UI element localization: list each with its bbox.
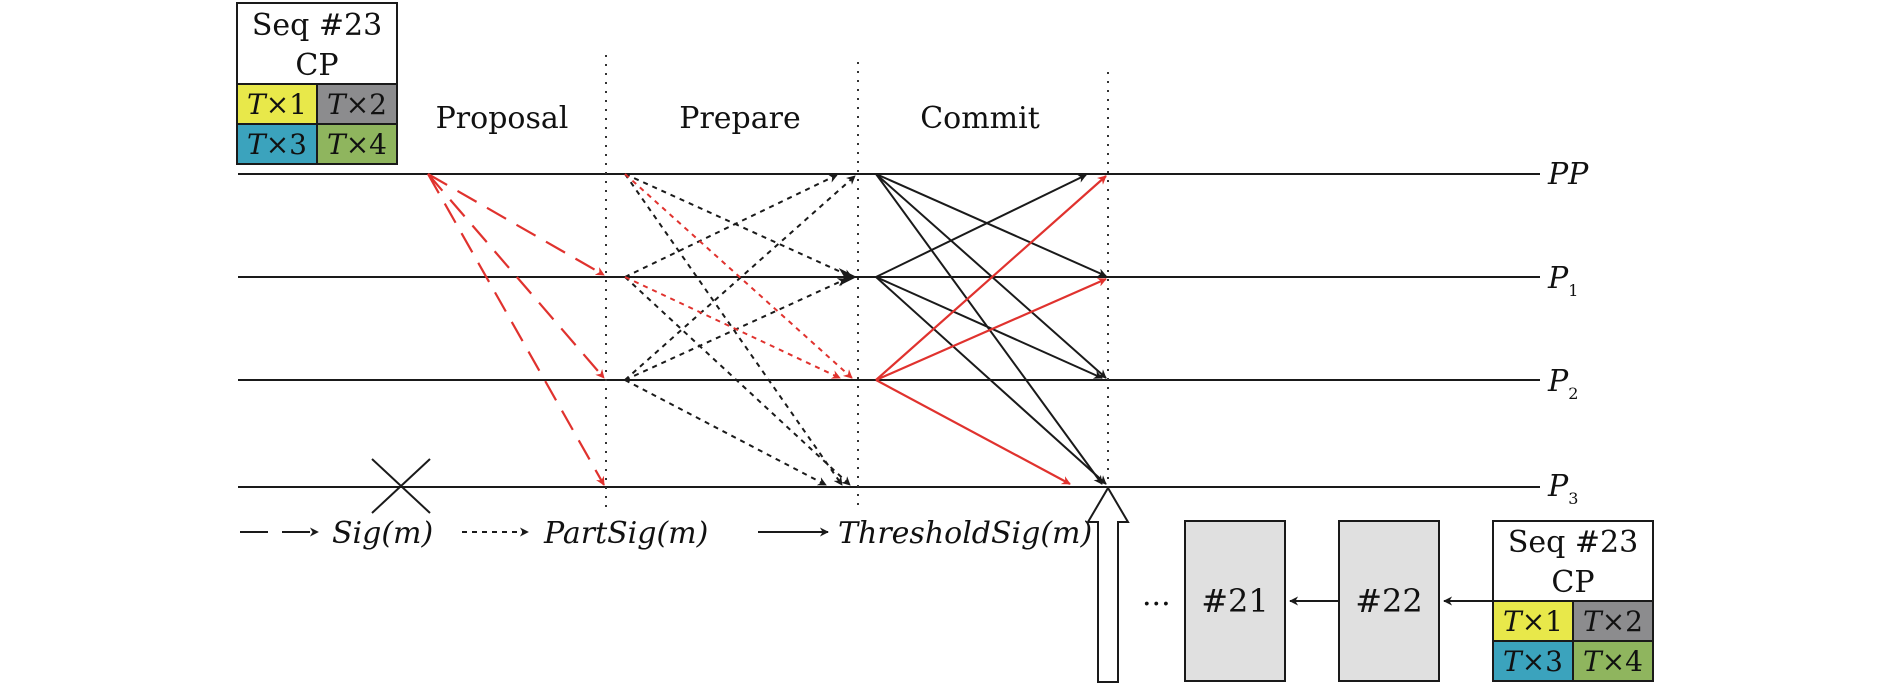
block-top-cell-4	[316, 123, 398, 165]
block-bottom-cell-4-label: T×4	[1583, 645, 1643, 678]
chain-block-22-label: #22	[1355, 582, 1423, 620]
commit-p2-to-p3	[875, 379, 1071, 485]
proposal-arrow-to-p1	[427, 173, 605, 276]
prepare-p1-to-pp-a	[624, 174, 838, 278]
commit-p1-to-p2	[875, 276, 1103, 379]
proposal-arrow-to-p3	[427, 173, 605, 486]
block-top-cell-2-label: T×2	[327, 88, 387, 121]
legend-thresholdsig-label: ThresholdSig(m)	[838, 516, 1092, 551]
prepare-pp-to-p1	[624, 173, 853, 278]
phase-label-prepare: Prepare	[679, 101, 800, 136]
legend-partsig-label: PartSig(m)	[543, 516, 708, 551]
prepare-p2-to-p3	[624, 379, 827, 486]
prepare-p1-to-p2	[624, 276, 841, 379]
proposal-arrow-to-p2	[427, 173, 605, 379]
block-bottom-cell-3-label: T×3	[1503, 645, 1563, 678]
block-bottom-cp: CP	[1551, 565, 1594, 600]
prepare-pp-to-p3	[624, 173, 843, 486]
node-label-p3: P3	[1547, 469, 1578, 508]
block-top-cell-4-label: T×4	[327, 128, 387, 161]
chain-block-21-label: #21	[1201, 582, 1269, 620]
blockchain: ... #21 #22	[1142, 520, 1493, 682]
prepare-p2-to-pp-a	[624, 175, 856, 381]
commit-pp-to-p3	[875, 173, 1103, 485]
chain-block-22	[1338, 520, 1440, 682]
block-bottom-cell-4	[1572, 640, 1654, 682]
node-label-p1: P1	[1547, 261, 1578, 300]
block-bottom-seq: Seq #23	[1508, 525, 1638, 560]
block-top-cell-1	[236, 83, 318, 125]
node-label-pp: PP	[1547, 157, 1589, 192]
commit-p1-to-p3	[875, 276, 1107, 485]
block-top-seq: Seq #23	[252, 8, 382, 43]
legend: Sig(m) PartSig(m) ThresholdSig(m)	[240, 516, 1092, 551]
commit-p2-to-pp	[875, 175, 1107, 381]
block-top-cp: CP	[295, 48, 338, 83]
block-bottom-cell-1-label: T×1	[1503, 605, 1563, 638]
block-top-cell-3	[236, 123, 318, 165]
block-bottom-cell-2-label: T×2	[1583, 605, 1643, 638]
block-top-header	[236, 2, 398, 85]
block-bottom-cell-2	[1572, 600, 1654, 642]
block-top: Seq #23 CP T×1 T×2 T×3 T×4	[236, 2, 398, 165]
node-label-p2: P2	[1547, 364, 1578, 403]
crash-mark	[371, 458, 431, 514]
block-bottom-header	[1492, 520, 1654, 602]
chain-block-21	[1184, 520, 1286, 682]
commit-messages	[875, 173, 1107, 485]
phase-dividers	[605, 55, 1109, 510]
block-top-cell-2	[316, 83, 398, 125]
phase-label-commit: Commit	[920, 101, 1040, 136]
legend-sig-label: Sig(m)	[332, 516, 433, 551]
commit-up-arrow-icon	[1086, 486, 1130, 683]
block-top-cell-1-label: T×1	[247, 88, 307, 121]
commit-messages-red	[875, 175, 1107, 485]
block-top-cell-3-label: T×3	[247, 128, 307, 161]
commit-p2-to-p1	[875, 277, 1107, 382]
prepare-messages	[624, 173, 857, 486]
commit-pp-to-p1	[875, 173, 1107, 277]
commit-pp-to-p2	[875, 173, 1107, 379]
prepare-pp-to-p2	[624, 173, 853, 379]
prepare-messages-red	[624, 173, 853, 379]
prepare-p1-to-p3	[624, 276, 851, 486]
commit-p1-to-pp	[875, 174, 1087, 278]
block-bottom-cell-3	[1492, 640, 1574, 682]
timelines	[238, 173, 1540, 488]
block-bottom: Seq #23 CP T×1 T×2 T×3 T×4	[1492, 520, 1654, 682]
chain-ellipsis: ...	[1142, 578, 1171, 613]
phase-label-proposal: Proposal	[436, 101, 569, 136]
proposal-messages	[427, 173, 605, 486]
